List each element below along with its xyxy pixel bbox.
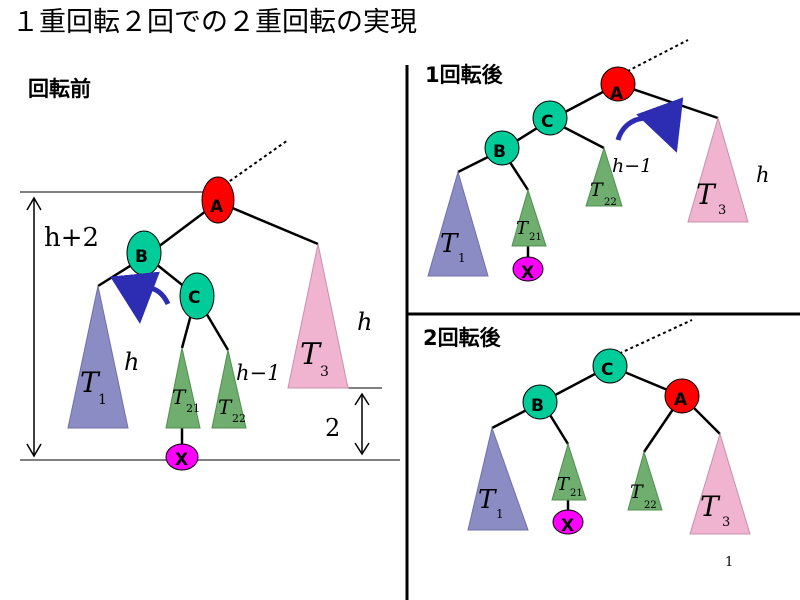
node-a-label: A	[610, 84, 624, 104]
t21-subscript: 21	[186, 402, 200, 415]
node-c	[592, 348, 628, 384]
t1-label: T	[478, 485, 497, 515]
t1-subscript: 1	[496, 507, 504, 521]
page-number: 1	[725, 555, 733, 570]
node-b-label: B	[531, 396, 544, 416]
subtree-t1	[467, 426, 529, 531]
t3-label: T	[700, 490, 721, 523]
t1-label: T	[80, 366, 101, 399]
node-a-label: A	[210, 197, 224, 217]
rotation-arrow-1	[110, 271, 171, 324]
subtree-t21	[511, 188, 547, 247]
node-a	[664, 378, 700, 414]
subtree-t3	[287, 243, 349, 389]
node-a-label: A	[674, 390, 688, 410]
label-before-rotation: 回転前	[28, 77, 91, 101]
subtree-t3	[687, 116, 749, 223]
t22-label: T	[218, 395, 233, 419]
height-label-t3: h	[756, 163, 770, 187]
t22-subscript: 22	[232, 412, 246, 425]
t22-subscript: 22	[604, 197, 617, 208]
t3-label: T	[300, 337, 322, 372]
t22-label: T	[630, 481, 644, 503]
node-b-label: B	[135, 247, 148, 267]
subtree-t1	[67, 285, 129, 429]
parent-link-dotted	[621, 39, 689, 75]
height-label-h-plus-2: h+2	[44, 223, 99, 253]
page-title: １重回転２回での２重回転の実現	[12, 7, 417, 38]
subtree-t3	[689, 432, 751, 535]
node-a	[600, 66, 636, 102]
subtree-t22	[211, 349, 247, 429]
subtree-t21	[551, 442, 587, 501]
node-b	[484, 130, 520, 166]
parent-link-dotted	[613, 319, 693, 357]
panel-before: A B C X h+2 h h−1 h 2 T 1 T 21 T 22 T 3	[20, 139, 400, 471]
node-x-label: X	[521, 263, 534, 283]
height-label-t3: h	[357, 308, 372, 336]
label-after-first-rotation: 1回転後	[425, 63, 504, 87]
t3-subscript: 3	[718, 203, 726, 218]
panel-after-2: C B A X T 1 T 21 T 22 T 3	[467, 319, 751, 536]
label-after-second-rotation: 2回転後	[423, 326, 502, 350]
node-b	[522, 384, 558, 420]
node-x-label: X	[175, 450, 188, 470]
t21-subscript: 21	[570, 488, 583, 499]
t21-subscript: 21	[529, 232, 542, 243]
t1-label: T	[440, 229, 459, 259]
t21-label: T	[557, 474, 571, 495]
node-c	[532, 100, 568, 136]
node-x	[552, 509, 584, 535]
panel-after-1: A C B X h−1 h T 1 T 21 T 22 T 3	[427, 39, 770, 283]
node-c-label: C	[601, 360, 613, 380]
t1-subscript: 1	[458, 251, 466, 265]
node-a	[201, 176, 235, 224]
height-label-t1: h	[124, 348, 139, 376]
parent-link-dotted	[219, 139, 289, 189]
node-c	[179, 272, 215, 320]
t22-subscript: 22	[644, 500, 657, 511]
subtree-t1	[427, 170, 489, 277]
t3-subscript: 3	[722, 515, 730, 530]
subtree-t22	[585, 146, 623, 207]
node-b-label: B	[493, 142, 506, 162]
t3-label: T	[696, 178, 717, 211]
node-x-label: X	[561, 516, 574, 536]
height-label-2: 2	[325, 414, 340, 442]
t3-subscript: 3	[320, 364, 329, 380]
height-label-t22: h−1	[236, 361, 280, 385]
subtree-t22	[627, 450, 663, 511]
rotation-arrow-2	[615, 97, 684, 153]
node-c-label: C	[541, 112, 553, 132]
height-label-t22: h−1	[612, 155, 652, 177]
t21-label: T	[172, 385, 187, 409]
t1-subscript: 1	[98, 392, 107, 408]
t21-label: T	[516, 218, 530, 239]
node-x	[165, 443, 199, 471]
node-c-label: C	[188, 288, 200, 308]
subtree-t21	[165, 347, 201, 429]
t22-label: T	[590, 179, 604, 201]
node-x	[512, 256, 544, 282]
